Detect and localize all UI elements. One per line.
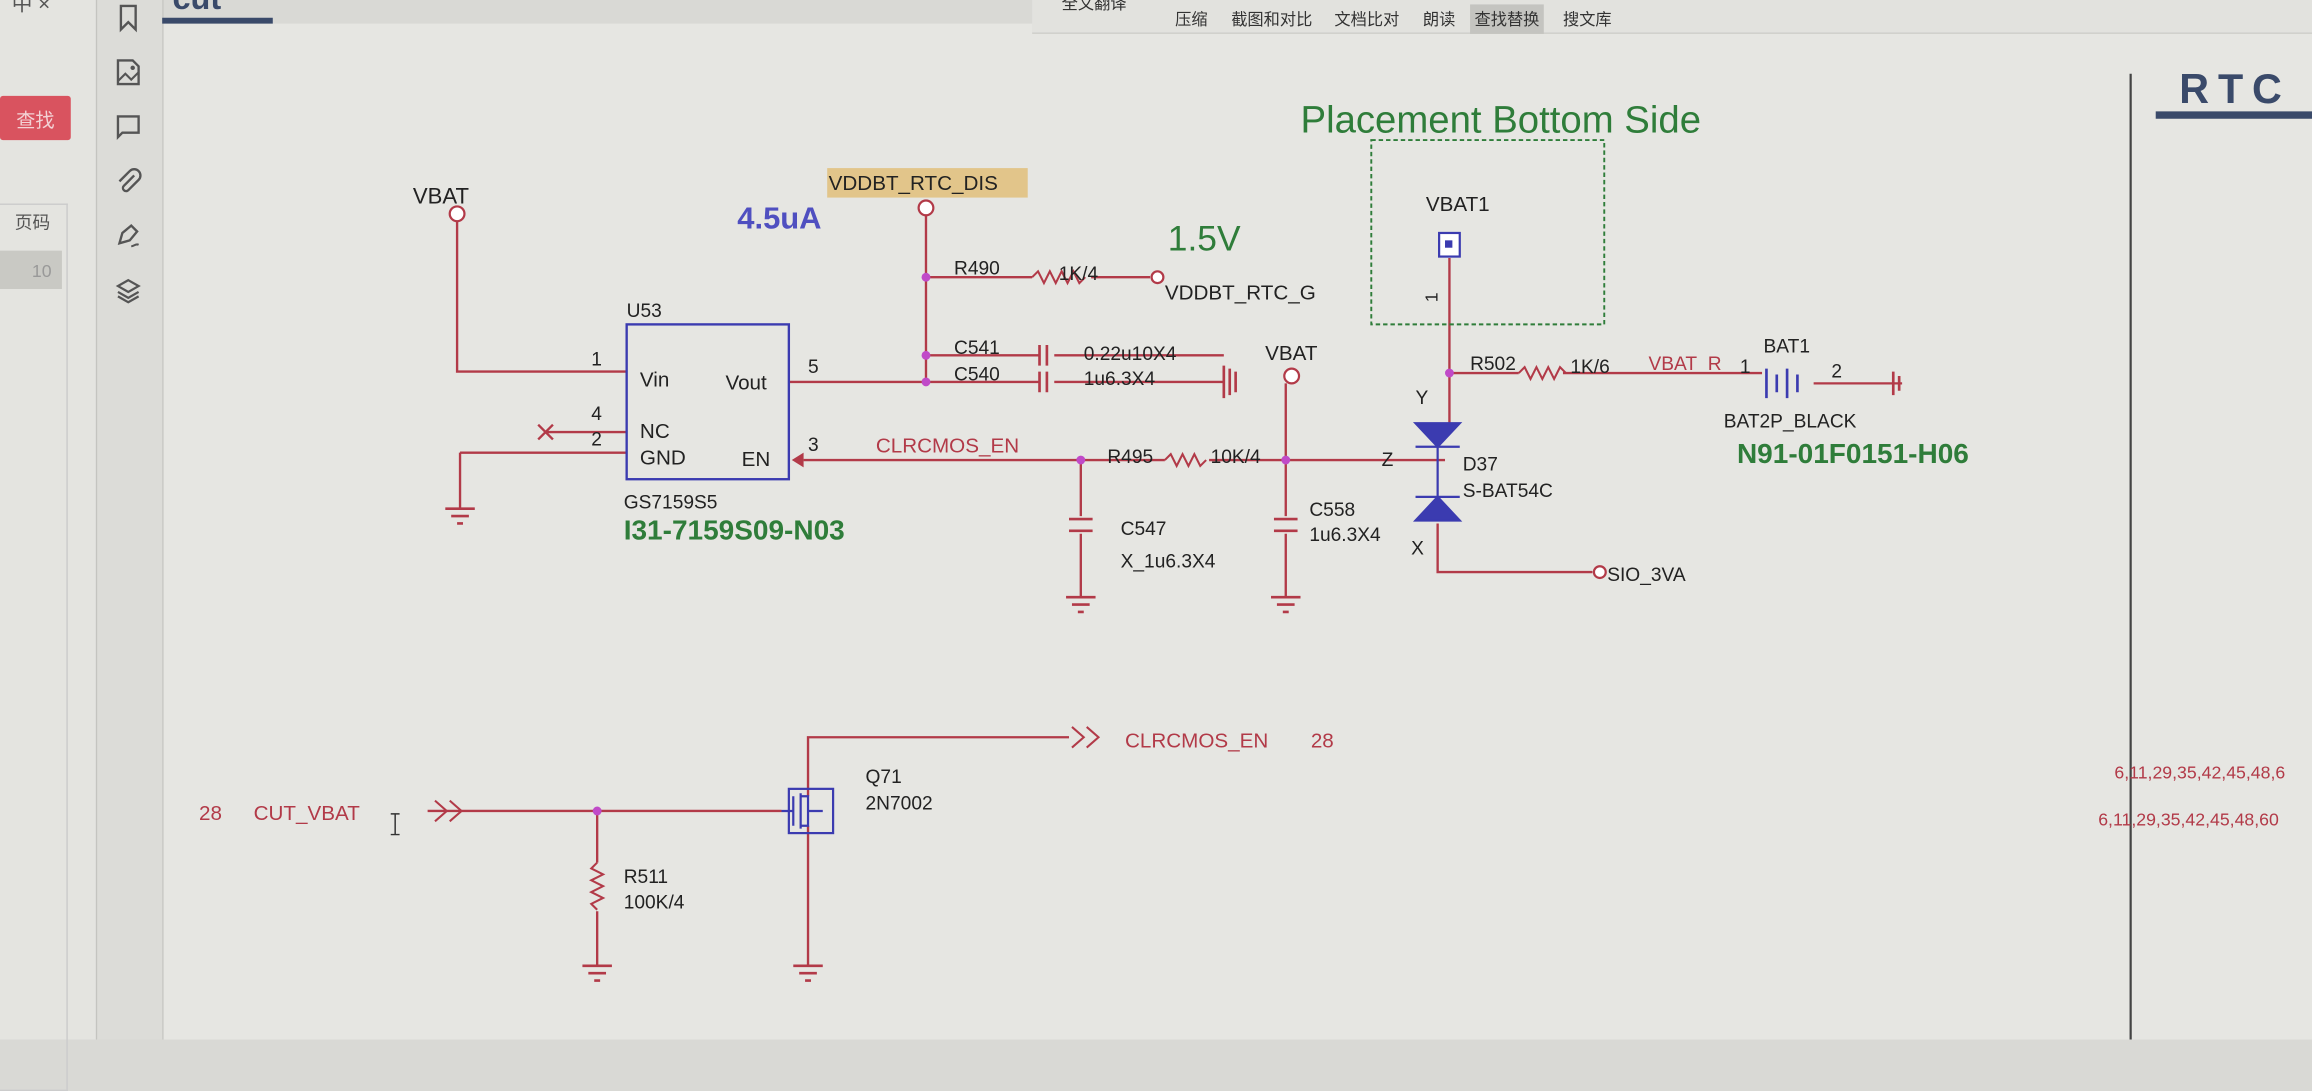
schematic: cut RTC Placement Bottom Side VBAT VBAT … [162,0,2312,1040]
toolbar-read-aloud[interactable]: 朗读 [1422,11,1456,30]
net-vbat: VBAT [413,183,469,208]
d37-pin-x: X [1411,538,1424,559]
u53-body [625,323,791,481]
r511-value: 100K/4 [624,892,685,913]
xref-list-2: 6,11,29,35,42,45,48,60 [2098,810,2279,830]
r495-ref: R495 [1107,447,1153,468]
toolbar-screenshot-compare[interactable]: 截图和对比 [1231,11,1313,30]
bat1-pin-2: 2 [1831,361,1842,382]
r502-value: 1K/6 [1570,357,1609,378]
search-panel: 中 × 查找 页码 10 [0,0,98,1091]
toolbar-search-library[interactable]: 搜文库 [1562,11,1612,30]
d37-pin-y: Y [1416,388,1429,409]
u53-part: GS7159S5 [624,493,718,514]
u53-pin-en: EN [742,448,771,471]
c558-value: 1u6.3X4 [1309,525,1381,546]
sidebar-icon-strip [97,0,164,1040]
c540-value: 1u6.3X4 [1084,369,1156,390]
r490-ref: R490 [954,258,1000,279]
image-icon[interactable] [114,58,143,87]
u53-pin-1: 1 [591,350,602,371]
toolbar: 全文翻译 压缩 截图和对比 文档比对 朗读 查找替换 搜文库 [1032,0,2312,34]
c558-ref: C558 [1309,500,1355,521]
u53-pin-3: 3 [808,435,819,456]
bookmark-icon[interactable] [114,3,143,33]
net-vddbt-rtc-dis: VDDBT_RTC_DIS [829,172,998,195]
layers-icon[interactable] [114,276,143,305]
toolbar-doc-compare[interactable]: 文档比对 [1334,11,1400,30]
net-cut-vbat: CUT_VBAT [254,802,361,825]
result-page-cell[interactable]: 10 [0,250,62,290]
u53-pin-gnd: GND [640,446,686,469]
section-title-cut: cut [173,0,222,16]
d37-part: S-BAT54C [1463,481,1553,502]
cut-vbat-page-ref[interactable]: 28 [199,802,222,825]
attachment-icon[interactable] [114,167,143,196]
net-sio-3va: SIO_3VA [1607,565,1686,586]
c540-ref: C540 [954,364,1000,385]
u53-pin-vin: Vin [640,368,669,391]
u53-pin-vout: Vout [725,371,767,394]
clrcmos-page-ref[interactable]: 28 [1311,730,1334,753]
u53-pin-5: 5 [808,357,819,378]
net-vddbt-rtc-g: VDDBT_RTC_G [1165,281,1316,304]
q71-part: 2N7002 [866,794,933,815]
document-page [163,23,2312,1040]
placement-note: Placement Bottom Side [1301,99,1702,142]
toolbar-compress[interactable]: 压缩 [1175,11,1208,30]
section-title-rtc: RTC [2179,66,2290,112]
c547-value: X_1u6.3X4 [1121,552,1216,573]
comment-icon[interactable] [114,112,143,141]
net-vbat-r: VBAT_R [1648,354,1721,375]
net-vbat-2: VBAT [1265,342,1318,365]
current-note: 4.5uA [737,201,821,236]
r502-ref: R502 [1470,354,1516,375]
net-clrcmos-en-out: CLRCMOS_EN [1125,730,1268,753]
u53-ref: U53 [627,301,662,322]
c541-value: 0.22u10X4 [1084,344,1177,365]
u53-pin-2: 2 [591,429,602,450]
q71-ref: Q71 [866,767,902,788]
vbat1-label: VBAT1 [1426,193,1490,216]
r495-value: 10K/4 [1211,447,1261,468]
u53-pin-4: 4 [591,404,602,425]
bat1-pin-1: 1 [1740,357,1751,378]
toolbar-translate[interactable]: 全文翻译 [1061,0,1127,14]
d37-pin-z: Z [1382,450,1394,471]
bat1-part-number: N91-01F0151-H06 [1737,438,1969,469]
c541-ref: C541 [954,338,1000,359]
page-column-header: 页码 [14,212,51,233]
panel-header: 中 × [11,0,51,15]
toolbar-find-replace[interactable]: 查找替换 [1470,4,1544,34]
signature-icon[interactable] [114,221,143,250]
vbat1-pin: 1 [1422,292,1442,302]
u53-part-number: I31-7159S09-N03 [624,515,845,546]
xref-list-1: 6,11,29,35,42,45,48,6 [2114,763,2285,783]
voltage-note: 1.5V [1168,220,1241,259]
net-clrcmos-en: CLRCMOS_EN [876,435,1019,458]
r490-value: 1K/4 [1059,264,1099,285]
c547-ref: C547 [1121,519,1167,540]
r511-ref: R511 [624,867,668,888]
d37-ref: D37 [1463,454,1498,475]
u53-pin-nc: NC [640,420,670,443]
bat1-ref: BAT1 [1764,336,1811,357]
text-cursor [390,813,400,836]
find-button[interactable]: 查找 [0,95,71,141]
bat1-part: BAT2P_BLACK [1724,412,1857,433]
